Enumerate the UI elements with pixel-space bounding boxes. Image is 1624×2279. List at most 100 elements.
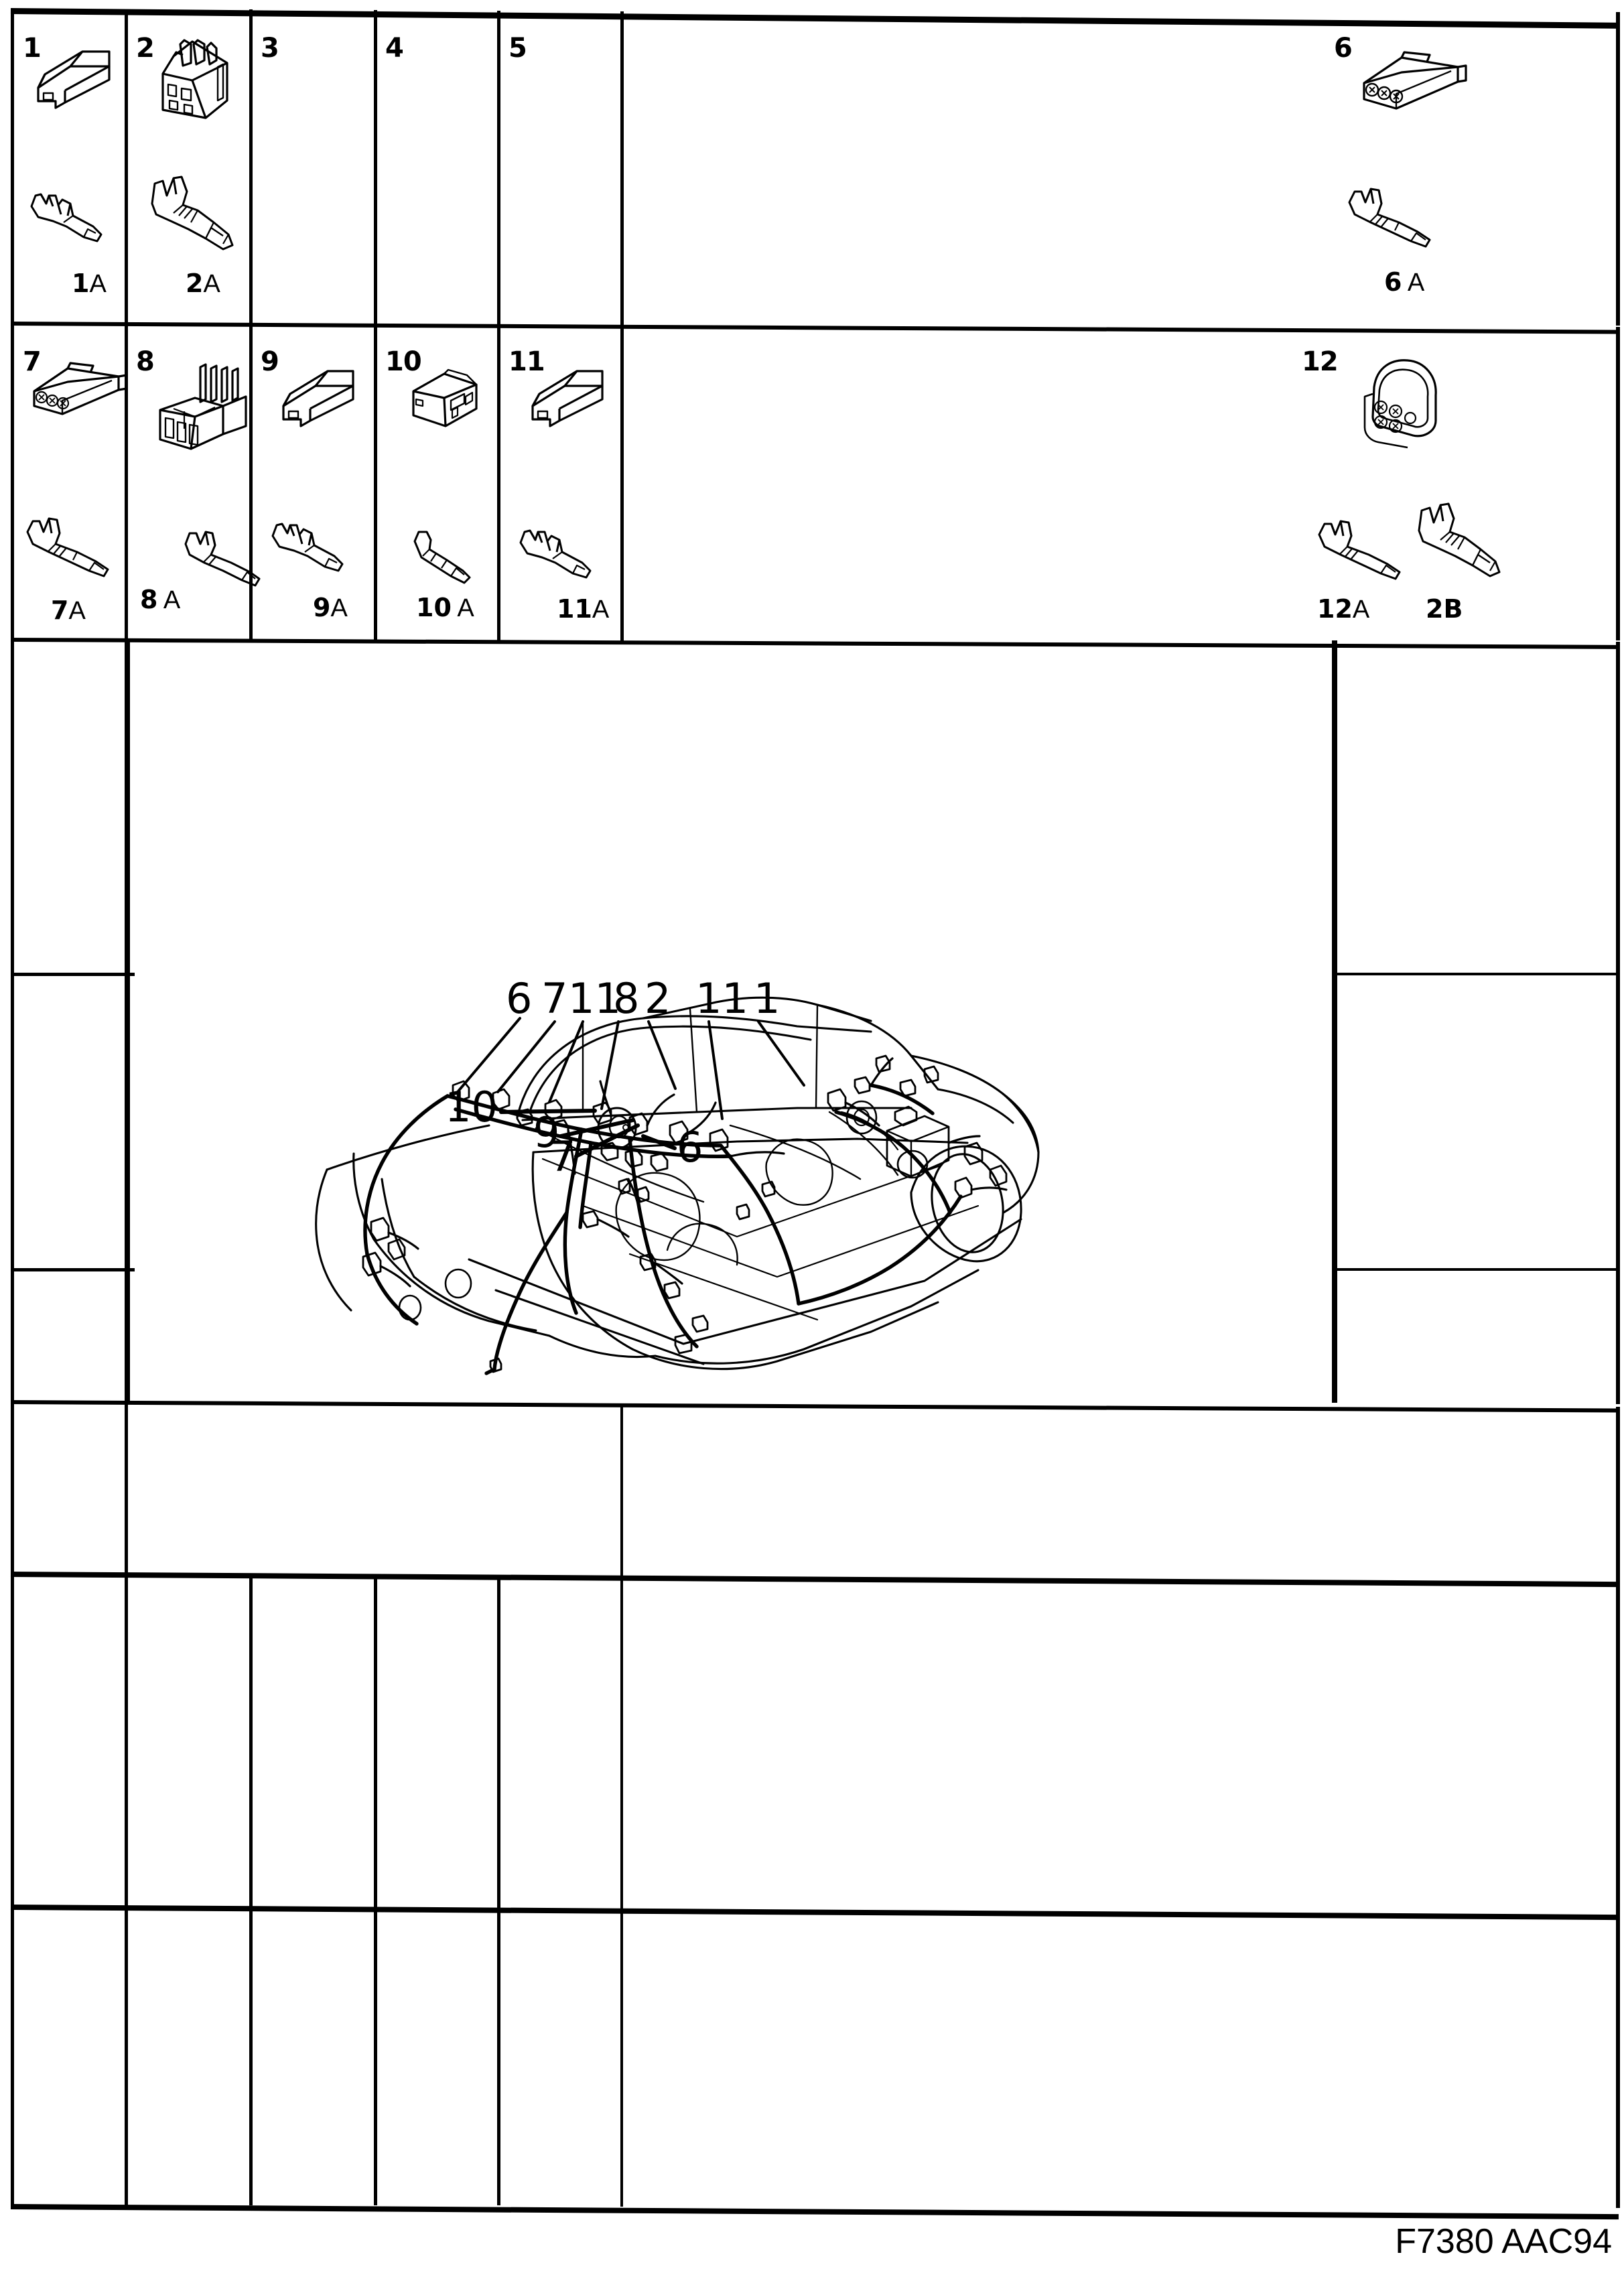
- grid-vline-right-illus: [1616, 642, 1620, 1404]
- grid-vline-illus-r: [1332, 640, 1337, 1403]
- callout-label-10: 10: [445, 1083, 498, 1131]
- grid-hline-right-b: [1335, 1268, 1619, 1271]
- connector-art-7: [29, 359, 136, 419]
- harness-branch-wires: [379, 1057, 1008, 1288]
- harness-grommets: [398, 1100, 929, 1321]
- terminal-art-2b: [1411, 498, 1515, 584]
- grid-vline-left-illus: [11, 640, 14, 1403]
- grid-vline-b3: [374, 1576, 377, 2205]
- grid-vline-right-r2: [1616, 327, 1620, 640]
- part-cell-10[interactable]: 10 10 A: [377, 330, 497, 639]
- terminal-art-10a: [408, 527, 482, 587]
- connector-art-2: [153, 36, 244, 123]
- grid-vline-c4-top: [497, 11, 500, 326]
- terminal-art-12a: [1314, 517, 1411, 584]
- grid-vline-c1-r2: [125, 324, 128, 639]
- part-number-5: 5: [509, 33, 527, 64]
- part-cell-7[interactable]: 7: [14, 330, 128, 639]
- part-caption-12a: 12A: [1317, 594, 1370, 624]
- part-number-7: 7: [23, 346, 42, 377]
- part-cell-2[interactable]: 2: [128, 13, 249, 323]
- grid-vline-c2-r2: [249, 324, 253, 639]
- grid-vline-b4: [497, 1576, 500, 2205]
- part-caption-1a: 1A: [72, 269, 107, 298]
- grid-hline-left-a: [11, 973, 135, 976]
- grid-vline-right-top: [1616, 12, 1620, 326]
- grid-vline-c4-r2: [497, 326, 500, 640]
- part-cell-4[interactable]: 4: [377, 13, 497, 323]
- grid-vline-right-r4: [1616, 1407, 1620, 2208]
- part-cell-1[interactable]: 1 1A: [14, 13, 125, 323]
- callout-label-1-top: 1: [754, 974, 781, 1023]
- part-number-2: 2: [136, 33, 155, 64]
- connector-art-12: [1354, 356, 1451, 449]
- grid-hline-r2: [10, 638, 1619, 649]
- car-body-outline: [315, 996, 1040, 1371]
- grid-vline-b5: [620, 1404, 623, 2207]
- wiring-harness-main: [363, 1083, 963, 1375]
- part-caption-11a: 11A: [557, 594, 610, 624]
- connector-art-1: [30, 44, 124, 117]
- callout-label-2-top: 2: [645, 974, 671, 1023]
- part-number-11: 11: [509, 346, 545, 377]
- grid-hline-left-b: [11, 1268, 135, 1271]
- grid-hline-right-a: [1335, 973, 1619, 975]
- part-number-10: 10: [385, 346, 422, 377]
- part-cell-6[interactable]: 6: [624, 13, 1616, 323]
- grid-hline-bottom: [10, 2204, 1619, 2220]
- part-number-1: 1: [23, 33, 42, 64]
- part-cell-9[interactable]: 9 9A: [253, 330, 374, 639]
- part-cell-12[interactable]: 12: [624, 330, 1616, 639]
- grid-vline-left-r2: [11, 324, 14, 639]
- part-number-9: 9: [261, 346, 279, 377]
- grid-vline-c3-top: [374, 10, 377, 325]
- part-number-8: 8: [136, 346, 155, 377]
- part-cell-3[interactable]: 3: [253, 13, 374, 323]
- figure-id: F7380 AAC94: [1395, 2222, 1612, 2261]
- terminal-art-1a: [26, 189, 113, 249]
- part-caption-8a: 8 A: [140, 585, 181, 614]
- terminal-art-2a: [144, 171, 245, 255]
- connector-art-8: [156, 363, 257, 452]
- callout-label-7-top: 7: [541, 974, 568, 1023]
- connector-art-11: [526, 364, 620, 435]
- part-caption-7a: 7A: [51, 596, 86, 625]
- part-cell-8[interactable]: 8: [128, 330, 261, 639]
- connector-art-6: [1357, 47, 1478, 114]
- part-number-4: 4: [385, 33, 404, 64]
- part-caption-6a: 6 A: [1384, 267, 1425, 297]
- part-caption-2a: 2A: [186, 269, 220, 298]
- grid-vline-c5-r2: [620, 326, 624, 641]
- terminal-art-8a: [180, 528, 267, 588]
- callout-label-7-low: 7: [549, 1132, 576, 1181]
- callout-label-6-top: 6: [506, 974, 533, 1023]
- grid-vline-left-top: [11, 9, 14, 324]
- grid-vline-c2-top: [249, 9, 253, 324]
- part-number-3: 3: [261, 33, 279, 64]
- grid-vline-b2: [249, 1576, 253, 2205]
- part-number-12: 12: [1302, 346, 1339, 377]
- grid-vline-c5-top: [620, 11, 624, 326]
- grid-vline-left-r4: [11, 1404, 14, 2207]
- grid-vline-c1-top: [125, 9, 128, 324]
- callout-label-6-low: 6: [677, 1123, 703, 1172]
- terminal-art-7a: [22, 514, 119, 581]
- terminal-art-11a: [515, 525, 602, 585]
- part-caption-2b: 2B: [1426, 594, 1463, 624]
- part-number-6: 6: [1334, 33, 1353, 64]
- callout-label-11-top: 11: [568, 974, 621, 1023]
- part-cell-5[interactable]: 5: [500, 13, 620, 323]
- terminal-art-6a: [1344, 185, 1441, 252]
- part-caption-10a: 10 A: [416, 593, 474, 622]
- part-cell-11[interactable]: 11 11A: [500, 330, 620, 639]
- connector-art-9: [277, 364, 370, 435]
- harness-connectors: [362, 1054, 1008, 1373]
- callout-label-8-top: 8: [613, 974, 640, 1023]
- callout-label-11-top-2: 11: [695, 974, 748, 1023]
- connector-art-10: [409, 362, 490, 432]
- grid-vline-c3-r2: [374, 325, 377, 640]
- terminal-art-9a: [267, 519, 354, 579]
- part-caption-9a: 9A: [313, 593, 348, 622]
